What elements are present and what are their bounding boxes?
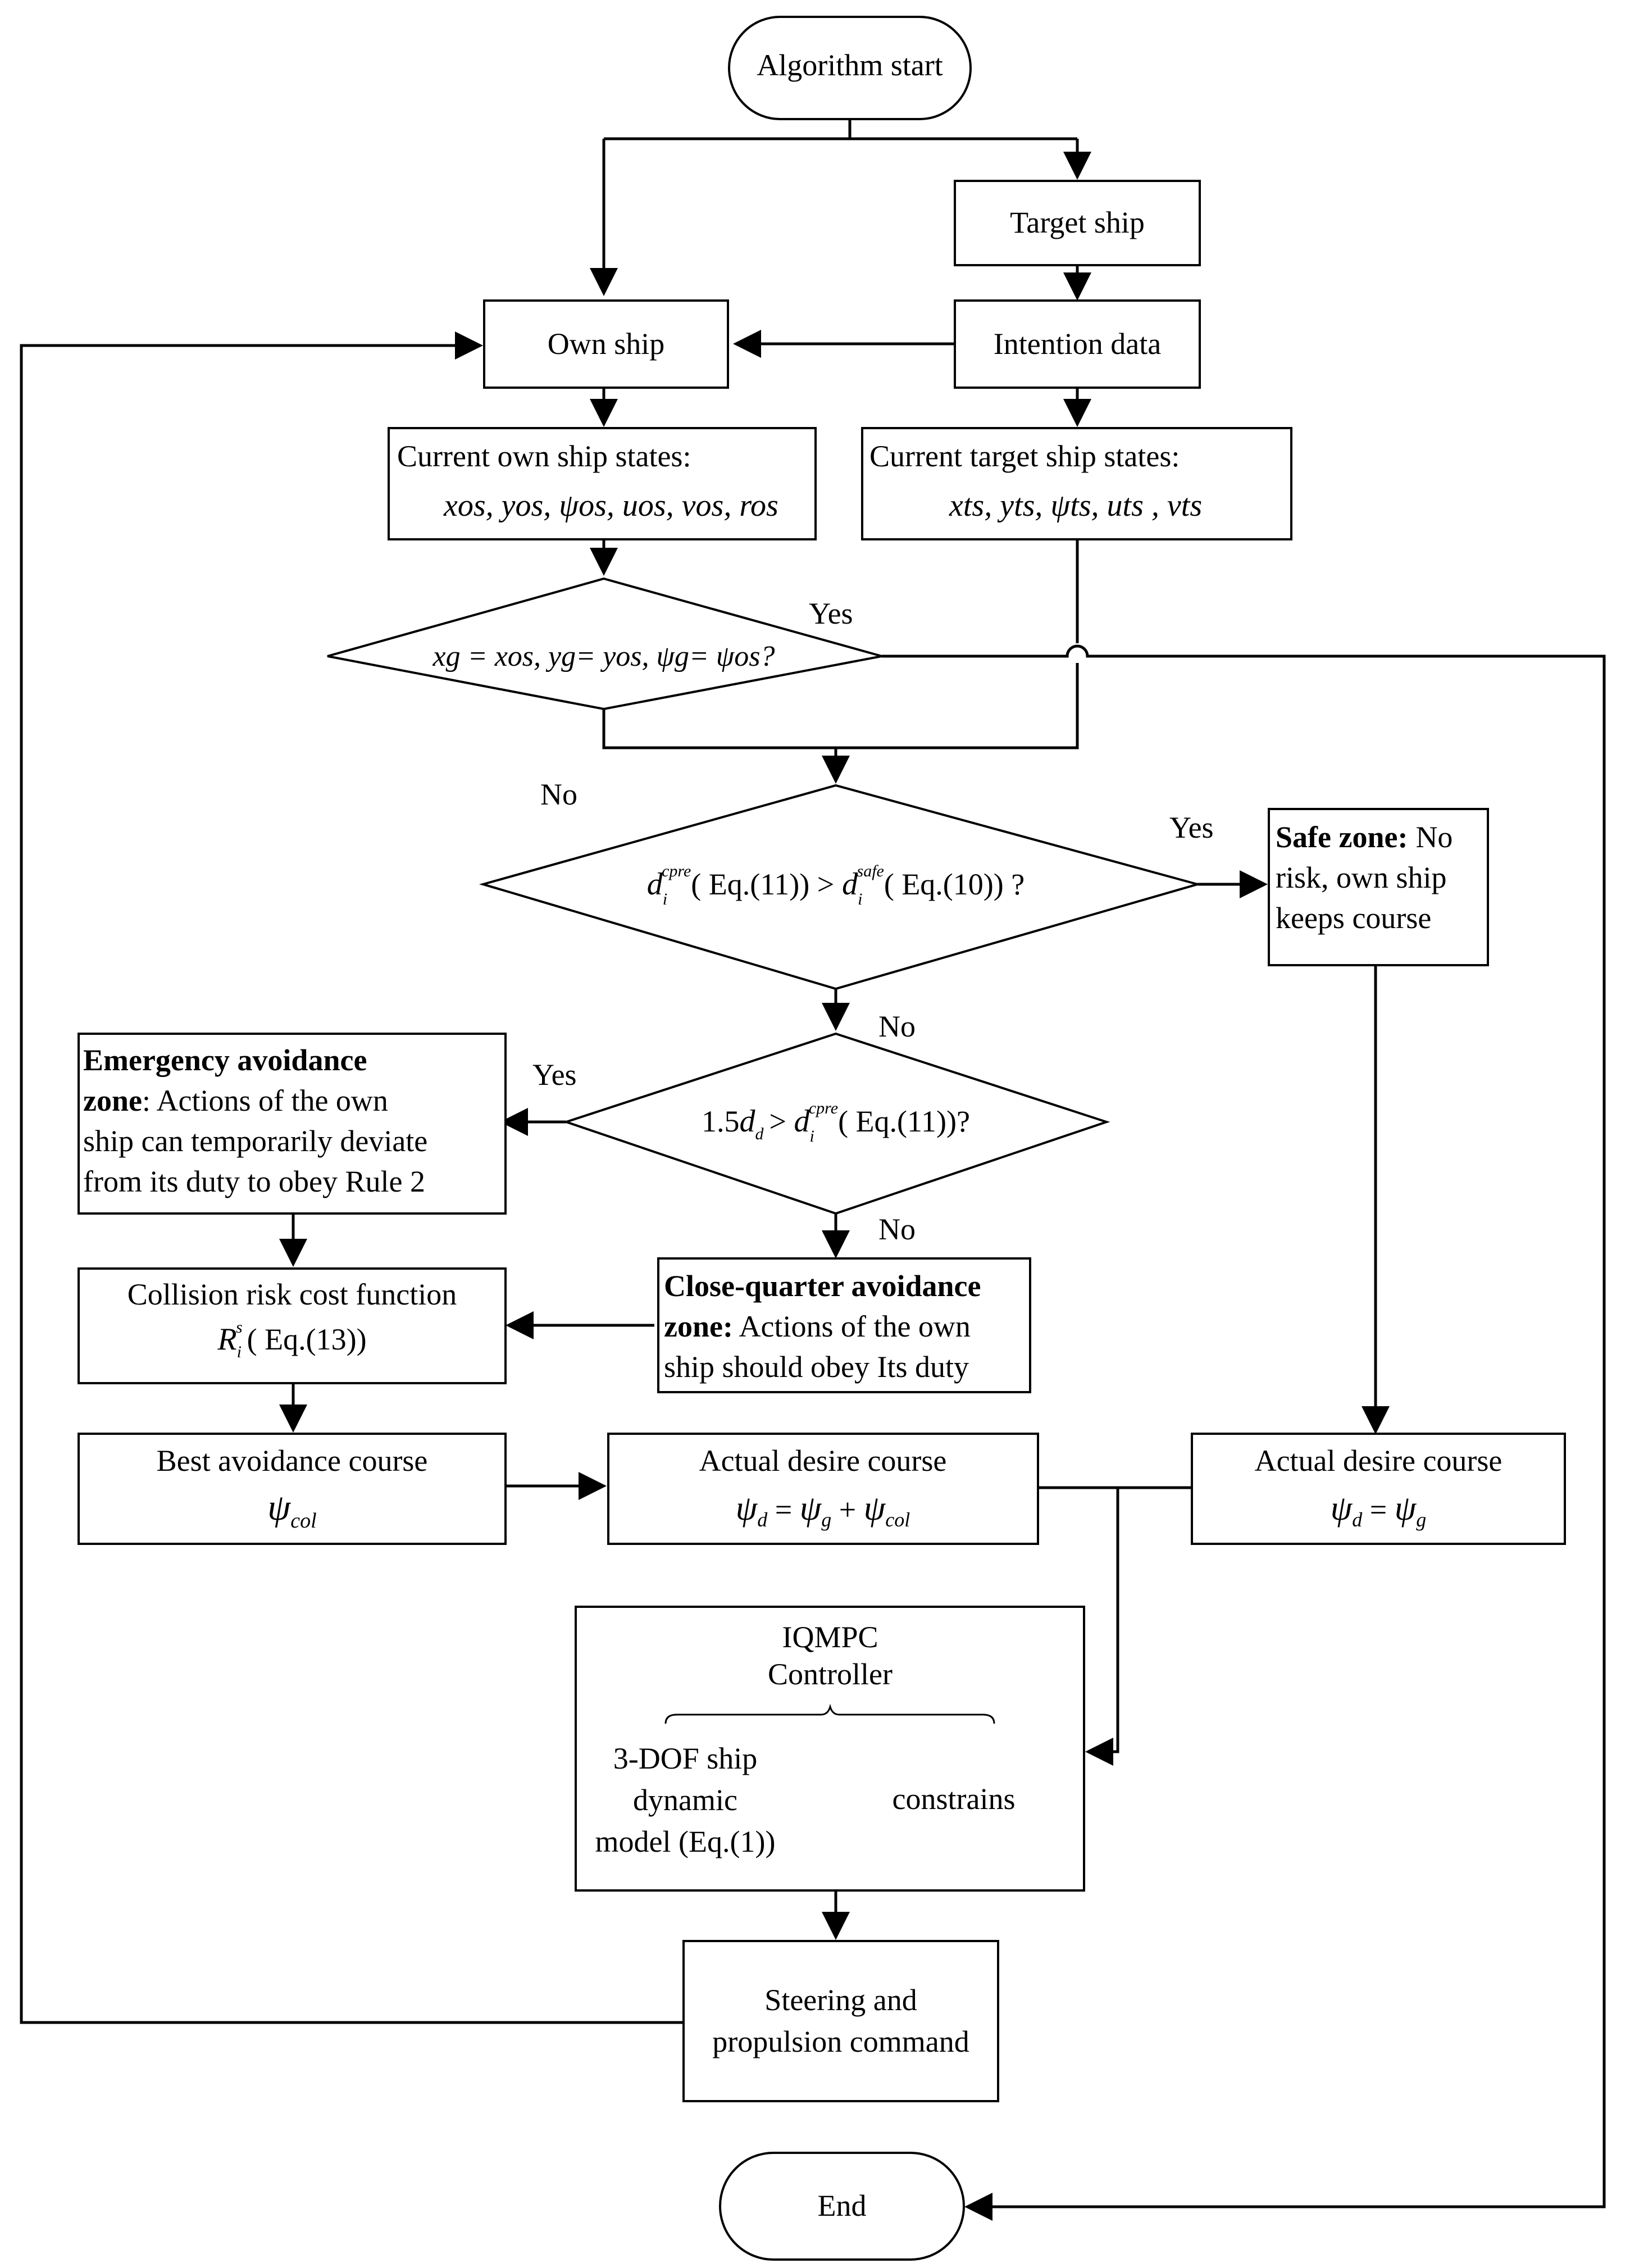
own-states-title: Current own ship states: [397,439,691,473]
svg-text:Safe zone:No: Safe zone:No [1276,820,1453,854]
steering-l2: propulsion command [712,2025,969,2058]
decision-emergency-text: 1.5dd> dicpre( Eq.(11))? [702,1099,970,1146]
start-terminal: Algorithm start [728,16,972,120]
collision-risk-eq: ( Eq.(13)) [247,1322,367,1356]
decision-emergency-distance: 1.5dd> dicpre( Eq.(11))? [562,1032,1110,1215]
label-yes-d2: Yes [1169,811,1214,844]
steering-l1: Steering and [764,1983,917,2017]
svg-text:ψd = ψg + ψcol: ψd = ψg + ψcol [736,1489,910,1531]
iqmpc-constrains: constrains [893,1782,1016,1816]
svg-text:zone: Actions of the own: zone: Actions of the own [664,1310,971,1343]
collision-risk-l1: Collision risk cost function [128,1278,457,1311]
controller-brace [664,1703,995,1724]
own-ship-box: Own ship [483,299,729,389]
iqmpc-m3: model (Eq.(1)) [595,1825,776,1858]
label-yes-d1: Yes [809,597,853,630]
iqmpc-l2: Controller [768,1657,893,1691]
safe-zone-l1: No [1415,820,1453,854]
collision-risk-box: Collision risk cost function Ris( Eq.(13… [78,1267,507,1384]
safe-zone-title: Safe zone: [1276,820,1408,854]
best-course-l1: Best avoidance course [157,1444,428,1478]
arrow-to-own-ship [604,137,1077,293]
line-target-states-merge [836,539,1079,749]
steering-command-box: Steering and propulsion command [682,1940,999,2102]
decision-safe-distance: dicpre( Eq.(11)) >disafe( Eq.(10)) ? [479,784,1202,990]
intention-data-label: Intention data [994,327,1161,361]
own-states-box: Current own ship states: xos, yos, ψos, … [388,427,817,540]
label-no-d2: No [878,1010,916,1043]
actual-course-right-box: Actual desire course ψd = ψg [1191,1433,1566,1545]
own-states-vars: xos, yos, ψos, uos, vos, ros [443,488,778,523]
close-quarter-l3: ship should obey Its duty [664,1350,969,1384]
label-no-d3: No [878,1212,916,1246]
decision-safe-text: dicpre( Eq.(11)) >disafe( Eq.(10)) ? [647,862,1025,908]
end-label: End [818,2189,867,2222]
target-ship-box: Target ship [954,180,1201,266]
iqmpc-m2: dynamic [633,1783,737,1817]
d2-rhs-eq: ( Eq.(10)) ? [884,867,1025,901]
safe-zone-box: Safe zone:No risk, own ship keeps course [1268,808,1489,966]
line-feedback-loop [20,331,684,2024]
arrow-join-to-controller [1085,1488,1119,1766]
target-states-vars: xts, yts, ψts, uts , vts [949,488,1202,523]
line-d1-yes-to-end [882,644,1606,2221]
svg-text:zone: Actions of the own: zone: Actions of the own [83,1084,388,1117]
d2-lhs-sup: cpre [662,862,691,880]
d2-rhs-sup: safe [857,862,884,880]
iqmpc-m1: 3-DOF ship [613,1742,758,1775]
svg-text:ψcol: ψcol [267,1487,316,1533]
decision-goal-text: xg = xos, yg= yos, ψg= ψos? [432,640,775,672]
svg-text:ψd = ψg: ψd = ψg [1331,1489,1427,1531]
end-terminal: End [719,2152,965,2261]
actual-mid-l1: Actual desire course [699,1444,947,1478]
intention-data-box: Intention data [954,299,1201,389]
target-ship-label: Target ship [1010,206,1145,239]
d3-eq: ( Eq.(11))? [838,1105,970,1138]
own-ship-label: Own ship [548,327,665,361]
target-states-box: Current target ship states: xts, yts, ψt… [861,427,1292,540]
actual-course-mid-box: Actual desire course ψd = ψg + ψcol [607,1433,1039,1545]
line-d1-no-merge [602,709,836,749]
decision-goal-reached: xg = xos, yg= yos, ψg= ψos? [327,577,882,711]
safe-zone-l2: risk, own ship [1276,861,1447,894]
safe-zone-l3: keeps course [1276,901,1431,935]
connectors [20,119,1606,2221]
emergency-zone-box: Emergency avoidance zone: Actions of the… [78,1033,507,1215]
label-no-d1: No [540,778,577,811]
d2-lhs-eq: ( Eq.(11)) > [691,867,834,901]
emergency-title: Emergency avoidance [83,1043,367,1077]
emergency-l3: ship can temporarily deviate [83,1124,427,1158]
actual-right-l1: Actual desire course [1255,1444,1502,1478]
best-course-box: Best avoidance course ψcol [78,1433,507,1545]
emergency-l4: from its duty to obey Rule 2 [83,1165,425,1198]
start-label: Algorithm start [757,48,943,82]
label-yes-d3: Yes [532,1058,577,1092]
iqmpc-controller-box: IQMPC Controller 3-DOF ship dynamic mode… [575,1606,1085,1892]
close-quarter-title: Close-quarter avoidance [664,1269,981,1303]
close-quarter-zone-box: Close-quarter avoidance zone: Actions of… [657,1257,1031,1393]
iqmpc-l1: IQMPC [782,1620,878,1654]
svg-text:Ris( Eq.(13)): Ris( Eq.(13)) [217,1318,366,1361]
target-states-title: Current target ship states: [869,439,1180,473]
